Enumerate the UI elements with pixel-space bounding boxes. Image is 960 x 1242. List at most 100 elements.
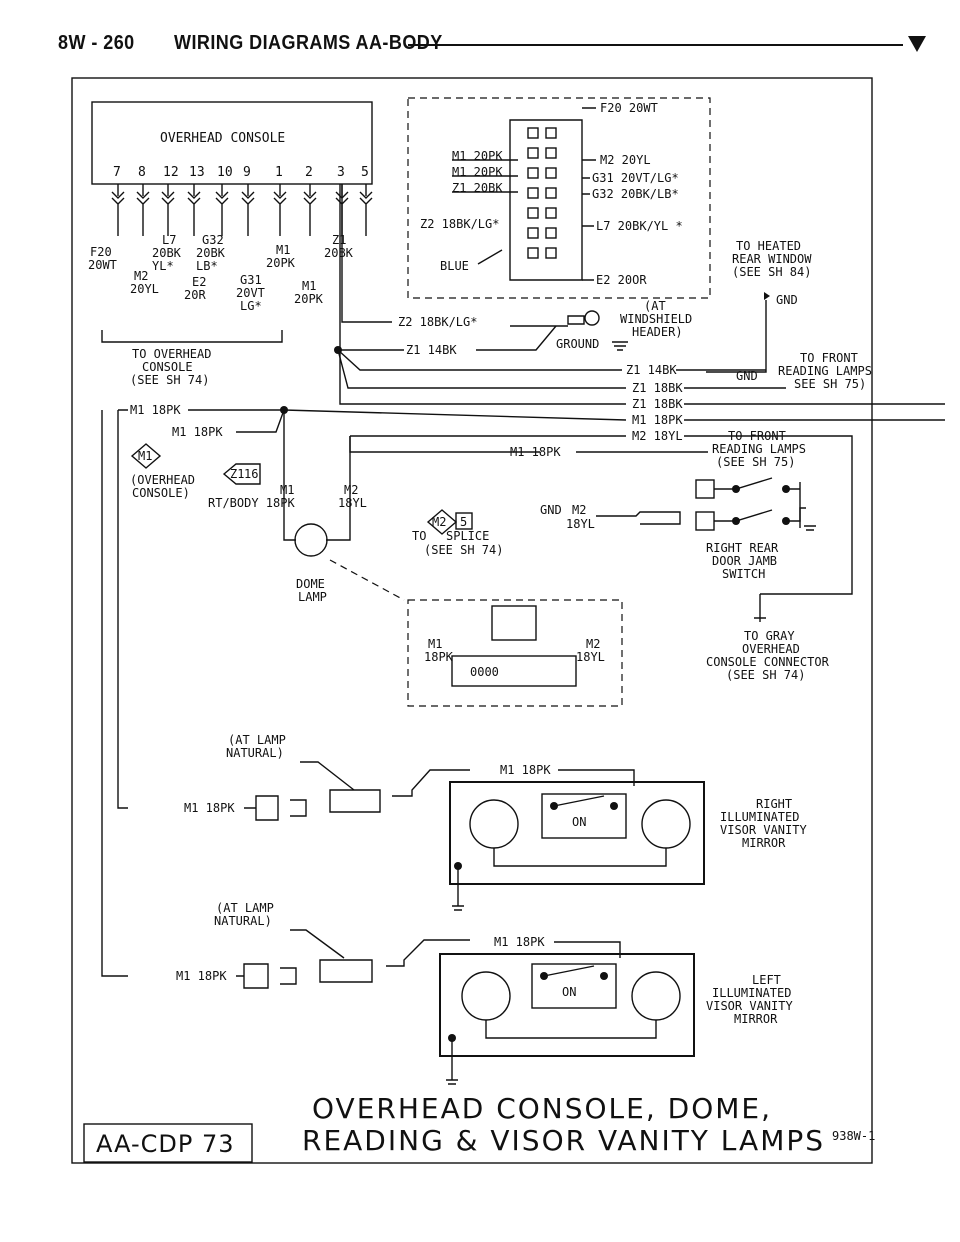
- overhead-console-pin-wires: [111, 184, 373, 236]
- dome-connector-top: [491, 605, 537, 641]
- console-pin-wire-8: [136, 184, 150, 236]
- page-number: 8W - 260: [58, 32, 135, 54]
- console-pin-wire-9: [241, 184, 255, 236]
- overhead-console-label: OVERHEAD CONSOLE: [160, 131, 285, 146]
- right-visor-switch-arm: [553, 795, 605, 807]
- m2-badge-box: [455, 512, 473, 530]
- conn-left-leads: [452, 159, 518, 193]
- conn-cavity-6-1: [545, 247, 557, 259]
- wire-z1-18-label: Z1 18BK: [632, 381, 683, 395]
- console-pin-3: 3: [337, 165, 345, 180]
- console-pin-2: 2: [305, 165, 313, 180]
- conn-right-1: M2 20YL: [600, 153, 651, 167]
- left-rail-1: [117, 410, 128, 809]
- console-pin-7: 7: [113, 165, 121, 180]
- console-pin-5: 5: [361, 165, 369, 180]
- right-visor-feed: [558, 769, 635, 786]
- right-visor-ground-dot: [454, 862, 462, 870]
- header-rule: [408, 44, 903, 46]
- windshield-header-connector: M1 20PK M1 20PK Z1 20BK Z2 18BK/LG* F20 …: [407, 97, 711, 339]
- conn-cavity-0-1: [545, 127, 557, 139]
- conn-cavity-6-0: [527, 247, 539, 259]
- ground-label: GROUND: [556, 337, 599, 351]
- windshield-connector-dashed-box: [407, 97, 711, 299]
- console-pin-13: 13: [189, 165, 205, 180]
- conn-right-5: E2 20OR: [596, 273, 647, 287]
- overhead-console-box: [91, 101, 373, 185]
- conn-left-0: M1 20PK: [452, 149, 503, 163]
- left-visor-on-label: ON: [562, 985, 576, 999]
- console-pin-9: 9: [243, 165, 251, 180]
- right-visor-mirror-box: [449, 781, 705, 885]
- ground-symbol-icon: [612, 341, 628, 351]
- right-visor-socket: [329, 769, 470, 813]
- dome-callout: [329, 559, 405, 601]
- right-visor-lamp-right-icon: [641, 799, 691, 849]
- conn-cavity-5-0: [527, 227, 539, 239]
- console-bracket: [101, 330, 283, 343]
- at-lamp-arrow-2: [290, 929, 345, 959]
- conn-cavity-0-0: [527, 127, 539, 139]
- page-title: WIRING DIAGRAMS AA-BODY: [174, 32, 443, 54]
- left-visor-switch-arm: [543, 965, 595, 977]
- console-pin-wire-7: [111, 184, 125, 236]
- wire-z1-trunk: [341, 184, 392, 323]
- console-pin-12: 12: [163, 165, 179, 180]
- left-visor-lamp-left-icon: [461, 971, 511, 1021]
- page-header: 8W - 260 WIRING DIAGRAMS AA-BODY: [58, 30, 926, 60]
- wire-z1-14: [338, 325, 557, 351]
- left-visor-switch-box: [531, 963, 617, 1009]
- console-pin-10: 10: [217, 165, 233, 180]
- console-pin-wire-13: [187, 184, 201, 236]
- right-visor-m1-label-2: M1 18PK: [500, 763, 551, 777]
- footer-title-line1: OVERHEAD CONSOLE, DOME,: [312, 1092, 772, 1125]
- m1-badge-icon: [130, 443, 162, 469]
- console-pin-wire-12: [161, 184, 175, 236]
- footer-code: AA-CDP 73: [96, 1130, 235, 1158]
- console-pin-1: 1: [275, 165, 283, 180]
- right-visor-lamp-left-icon: [469, 799, 519, 849]
- wire-m2-18yl-label: M2 18YL: [632, 429, 683, 443]
- left-visor-lamp-right-icon: [631, 971, 681, 1021]
- footer-title-line2: READING & VISOR VANITY LAMPS: [302, 1124, 825, 1157]
- conn-cavity-4-1: [545, 207, 557, 219]
- blue-arrow: [477, 249, 503, 265]
- footer-code-box: [83, 1123, 253, 1163]
- left-visor-switch-dot-b: [600, 972, 608, 980]
- down-triangle-icon: [908, 36, 926, 52]
- left-visor-plug: [236, 963, 297, 989]
- wire-z1-18b-path: [339, 184, 626, 405]
- ground-eyelet-icon: [584, 310, 600, 326]
- console-pin-wire-5: [359, 184, 373, 236]
- m1-badge-label: M1: [138, 449, 152, 463]
- dome-connector-dashed-box: [407, 599, 623, 707]
- console-pin-wire-2: [303, 184, 317, 236]
- conn-left-1: M1 20PK: [452, 165, 503, 179]
- wire-z1-18-path: [337, 349, 626, 389]
- console-pin-wire-1: [273, 184, 287, 236]
- dome-connector-body: [451, 655, 577, 687]
- wire-m1-18pk-left2-label: M1 18PK: [172, 425, 223, 439]
- right-visor-switch-box: [541, 793, 627, 839]
- conn-right-leads: [582, 107, 596, 281]
- switch-terminal-1: [695, 479, 715, 499]
- ground-arrow-icon: [764, 292, 770, 300]
- wire-m1-18pk-left-label: M1 18PK: [130, 403, 181, 417]
- left-visor-m1-label: M1 18PK: [176, 969, 227, 983]
